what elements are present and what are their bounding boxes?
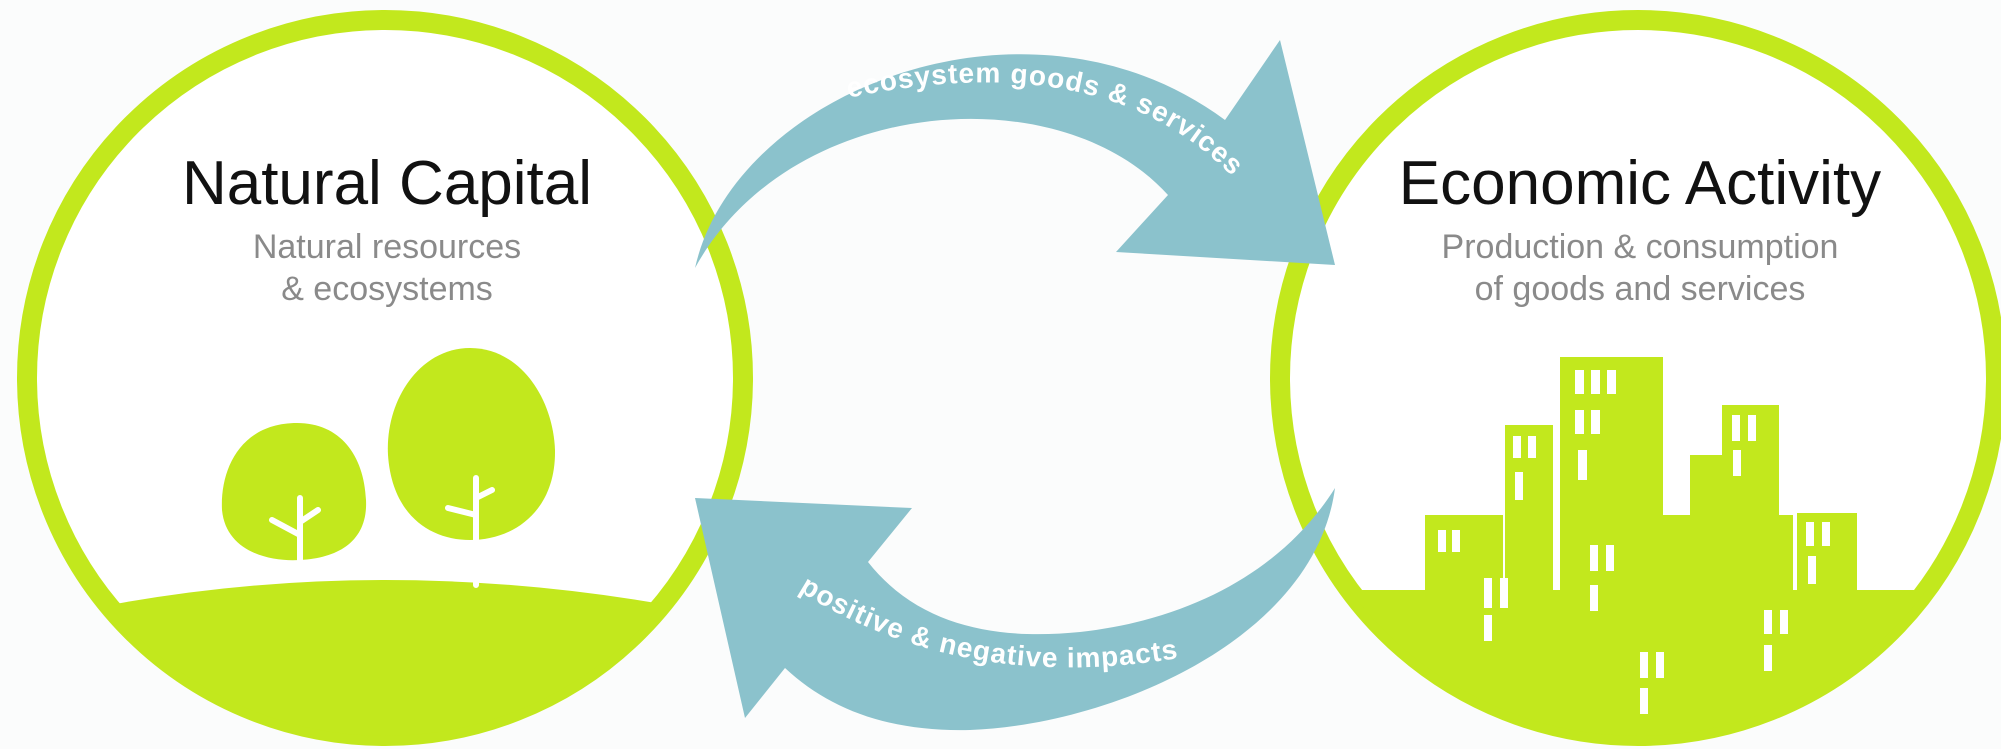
ecosystem-goods-services-arrow: ecosystem goods & services bbox=[695, 40, 1335, 268]
natural-capital-title: Natural Capital bbox=[182, 149, 592, 218]
bottom-arrow-shape bbox=[695, 488, 1335, 731]
building-windows bbox=[1438, 370, 1830, 714]
small-tree-trunk bbox=[269, 495, 321, 581]
ground bbox=[1280, 590, 1996, 736]
natural-capital-circle: Natural Capital Natural resources & ecos… bbox=[17, 10, 753, 746]
economic-activity-title: Economic Activity bbox=[1399, 149, 1881, 218]
positive-negative-impacts-arrow: positive & negative impacts bbox=[695, 488, 1335, 731]
natural-capital-subtitle-line2: & ecosystems bbox=[281, 270, 493, 308]
big-tree-trunk bbox=[445, 475, 495, 588]
economic-activity-subtitle-line2: of goods and services bbox=[1475, 270, 1806, 308]
natural-capital-subtitle-line1: Natural resources bbox=[253, 228, 521, 266]
small-tree-crown bbox=[221, 423, 367, 561]
economic-activity-circle: Economic Activity Production & consumpti… bbox=[1270, 10, 2001, 746]
economic-activity-subtitle-line1: Production & consumption bbox=[1442, 228, 1839, 266]
top-arrow-shape bbox=[695, 40, 1335, 268]
big-tree-crown bbox=[387, 348, 556, 540]
